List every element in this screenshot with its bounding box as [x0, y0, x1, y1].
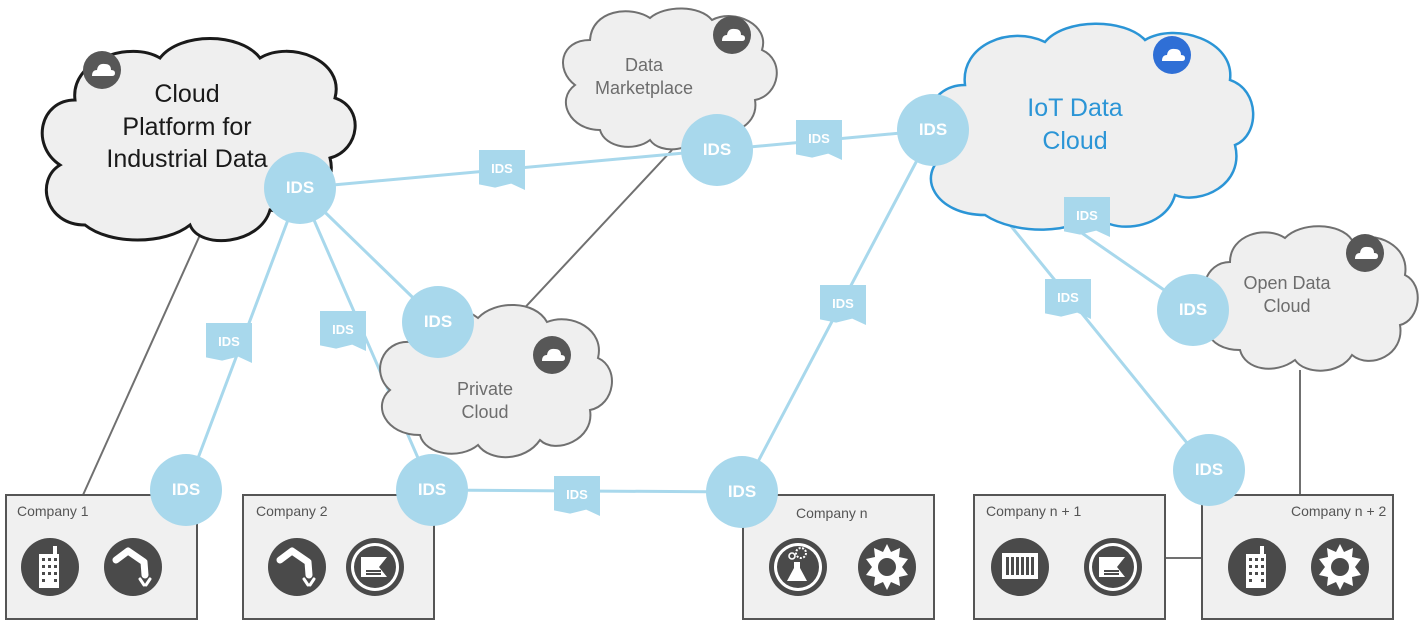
ids-connector-company-1: IDS — [150, 454, 222, 526]
gear-icon — [858, 538, 916, 596]
ids-connector-marketplace: IDS — [681, 114, 753, 186]
container-icon — [991, 538, 1049, 596]
ids-connector-private: IDS — [402, 286, 474, 358]
robot-arm-icon — [268, 538, 326, 596]
ids-connector-company-n: IDS — [706, 456, 778, 528]
company-label-n1: Company n + 1 — [986, 503, 1082, 519]
ids-link-industrial-company2 — [298, 186, 434, 492]
ids-connector-iot: IDS — [897, 94, 969, 166]
ids-doc-tag: IDS — [206, 323, 252, 363]
building-icon — [1228, 538, 1286, 596]
cloud-label-industrial: Cloud Platform for Industrial Data — [106, 80, 268, 173]
ids-doc-tag: IDS — [554, 476, 600, 516]
company-label-2: Company 2 — [256, 503, 328, 519]
cloud-icon — [533, 336, 571, 374]
ids-doc-tag: IDS — [320, 311, 366, 351]
company-label-n: Company n — [796, 505, 868, 521]
machine-icon — [1083, 537, 1143, 597]
ids-connector-industrial: IDS — [264, 152, 336, 224]
ids-connector-company-n2: IDS — [1173, 434, 1245, 506]
ids-doc-tag: IDS — [820, 285, 866, 325]
cloud-label-open: Open Data Cloud — [1243, 273, 1331, 317]
cloud-label-private: Private Cloud — [456, 379, 514, 423]
company-label-1: Company 1 — [17, 503, 89, 519]
robot-arm-icon — [104, 538, 162, 596]
cloud-label-iot: IoT Data Cloud — [1027, 94, 1123, 155]
ids-doc-tag: IDS — [1045, 279, 1091, 319]
ids-doc-tag: IDS — [796, 120, 842, 160]
ids-doc-tag: IDS — [1064, 197, 1110, 237]
company-label-n2: Company n + 2 — [1291, 503, 1387, 519]
machine-icon — [345, 537, 405, 597]
ids-connector-company-2: IDS — [396, 454, 468, 526]
cloud-icon — [1153, 36, 1191, 74]
cloud-icon — [1346, 234, 1384, 272]
building-icon — [21, 538, 79, 596]
ids-connector-open: IDS — [1157, 274, 1229, 346]
cloud-icon — [713, 16, 751, 54]
ids-doc-tag: IDS — [479, 150, 525, 190]
gear-icon — [1311, 538, 1369, 596]
gray-link-industrial-company1 — [82, 234, 201, 496]
lab-icon — [768, 537, 828, 597]
cloud-label-marketplace: Data Marketplace — [594, 55, 694, 99]
